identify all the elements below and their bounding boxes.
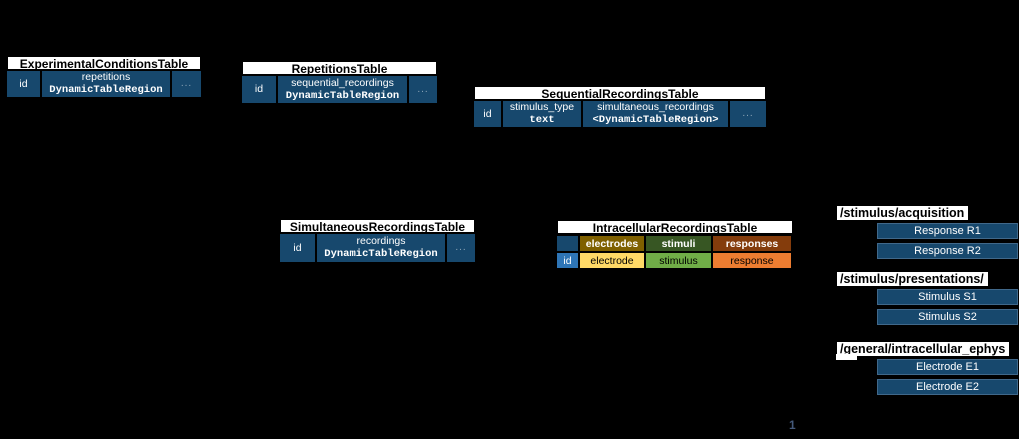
group-stimulus-acquisition: /stimulus/acquisition Response R1 Respon… [837, 204, 1019, 259]
electrode-cell: electrode [580, 253, 644, 268]
cell-dtype: DynamicTableRegion [324, 248, 438, 260]
group-stimulus-presentations: /stimulus/presentations/ Stimulus S1 Sti… [837, 270, 1019, 325]
stimulus-type-cell: stimulus_type text [503, 101, 581, 127]
cell-dtype: DynamicTableRegion [285, 89, 400, 102]
cell-dtype: DynamicTableRegion [49, 84, 163, 96]
page-number: 1 [789, 418, 796, 432]
table-experimental-conditions: ExperimentalConditionsTable id repetitio… [7, 56, 201, 97]
group-items: Stimulus S1 Stimulus S2 [837, 289, 1019, 325]
response-r2-box: Response R2 [877, 243, 1018, 259]
cell-label: repetitions [81, 71, 131, 84]
cell-label: id [19, 77, 28, 90]
group-general-intracellular-ephys: /general/intracellular_ephys Electrode E… [837, 340, 1019, 395]
electrode-e1-box: Electrode E1 [877, 359, 1018, 375]
ellipsis-label: ... [455, 242, 467, 253]
group-path-label: /general/intracellular_ephys [837, 342, 1010, 356]
id-cell: id [242, 76, 276, 103]
ellipsis-label: ... [417, 83, 429, 95]
response-r1-box: Response R1 [877, 223, 1018, 239]
stimulus-s2-box: Stimulus S2 [877, 309, 1018, 325]
table-simultaneous-recordings: SimultaneousRecordingsTable id recording… [280, 219, 475, 262]
table-title: SequentialRecordingsTable [474, 86, 766, 101]
id-cell: id [280, 234, 315, 262]
clipped-text-artifact [836, 354, 857, 360]
sequential-recordings-cell: sequential_recordings DynamicTableRegion [278, 76, 407, 103]
cell-dtype: <DynamicTableRegion> [592, 114, 719, 126]
table-title: SimultaneousRecordingsTable [280, 219, 475, 234]
table-sequential-recordings: SequentialRecordingsTable id stimulus_ty… [474, 86, 766, 127]
simultaneous-recordings-cell: simultaneous_recordings <DynamicTableReg… [583, 101, 728, 127]
table-row: id recordings DynamicTableRegion ... [280, 234, 475, 262]
cell-label: sequential_recordings [291, 76, 394, 89]
group-path-label: /stimulus/acquisition [837, 206, 969, 220]
table-repetitions: RepetitionsTable id sequential_recording… [242, 61, 437, 103]
table-title: ExperimentalConditionsTable [7, 56, 201, 71]
table-row: id stimulus_type text simultaneous_recor… [474, 101, 766, 127]
corner-cell [557, 236, 578, 251]
group-items: Response R1 Response R2 [837, 223, 1019, 259]
cell-dtype: text [529, 114, 555, 126]
responses-category-cell: responses [713, 236, 791, 251]
ellipsis-cell: ... [730, 101, 766, 127]
table-intracellular-recordings: IntracellularRecordingsTable electrodes … [557, 220, 793, 268]
cell-label: id [293, 241, 302, 254]
table-row: id repetitions DynamicTableRegion ... [7, 71, 201, 97]
stimulus-s1-box: Stimulus S1 [877, 289, 1018, 305]
cell-label: simultaneous_recordings [597, 101, 714, 114]
ellipsis-cell: ... [409, 76, 437, 103]
id-cell: id [474, 101, 501, 127]
table-row: id sequential_recordings DynamicTableReg… [242, 76, 437, 103]
cell-label: stimulus_type [509, 101, 575, 114]
column-row: id electrode stimulus response [557, 253, 793, 268]
group-path-label: /stimulus/presentations/ [837, 272, 988, 286]
electrode-e2-box: Electrode E2 [877, 379, 1018, 395]
ellipsis-cell: ... [172, 71, 201, 97]
response-cell: response [713, 253, 791, 268]
category-row: electrodes stimuli responses [557, 236, 793, 251]
cell-label: id [483, 107, 492, 120]
ellipsis-cell: ... [447, 234, 475, 262]
cell-label: recordings [356, 235, 406, 248]
group-items: Electrode E1 Electrode E2 [837, 359, 1019, 395]
table-title: RepetitionsTable [242, 61, 437, 76]
cell-label: id [254, 83, 264, 96]
table-title: IntracellularRecordingsTable [557, 220, 793, 235]
id-cell: id [7, 71, 40, 97]
ellipsis-label: ... [180, 78, 193, 89]
ellipsis-label: ... [742, 108, 754, 119]
repetitions-cell: repetitions DynamicTableRegion [42, 71, 170, 97]
stimulus-cell: stimulus [646, 253, 711, 268]
stimuli-category-cell: stimuli [646, 236, 711, 251]
recordings-cell: recordings DynamicTableRegion [317, 234, 445, 262]
electrodes-category-cell: electrodes [580, 236, 644, 251]
id-cell: id [557, 253, 578, 268]
